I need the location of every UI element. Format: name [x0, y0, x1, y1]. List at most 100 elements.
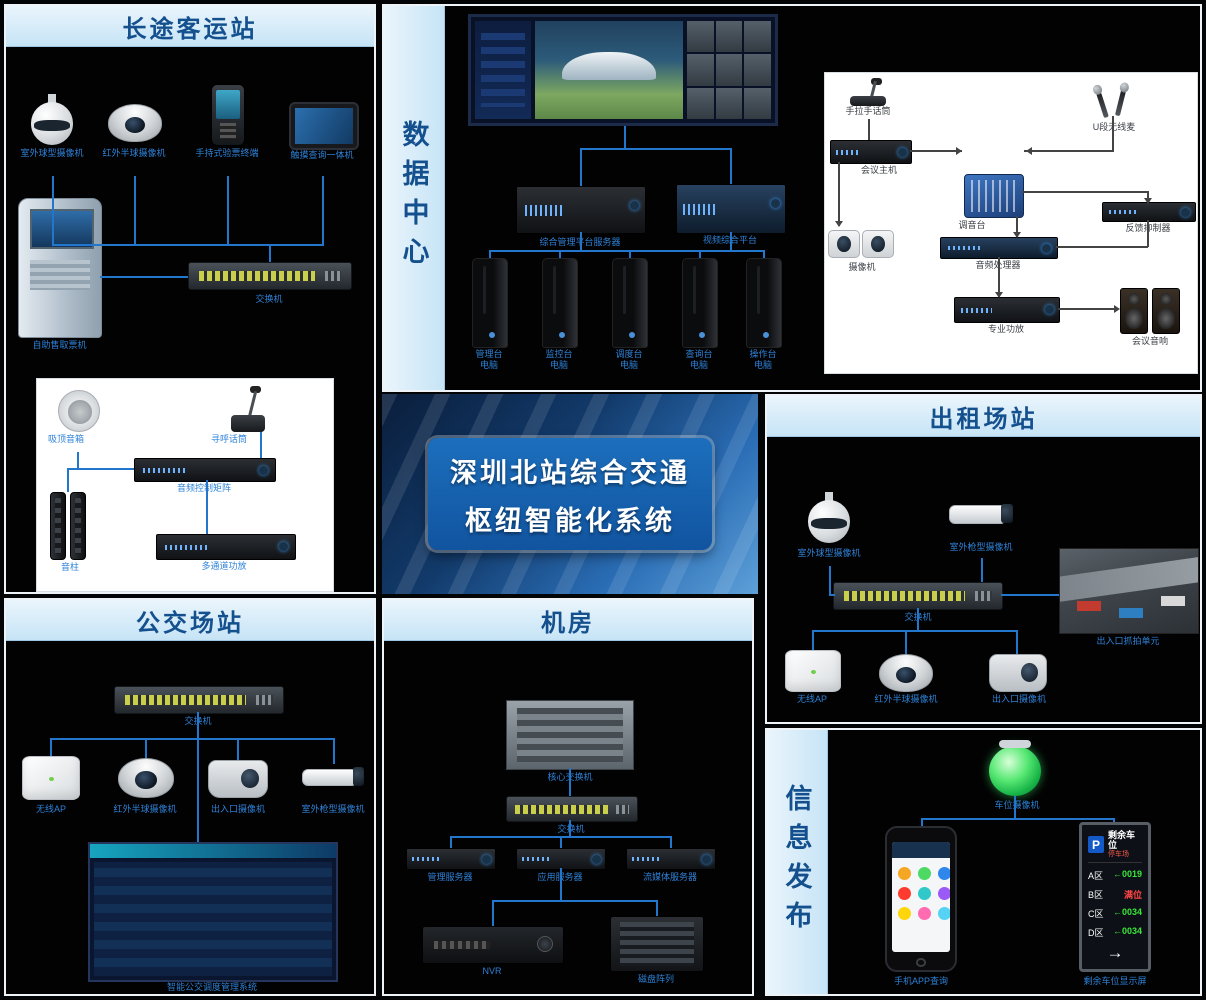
connector-line — [1113, 818, 1115, 822]
bullet-camera-icon — [302, 764, 364, 792]
title-block: 深圳北站综合交通 枢纽智能化系统 — [382, 394, 758, 594]
connector-line — [1022, 191, 1149, 193]
dashboard-gauges — [475, 21, 531, 119]
connector-line — [77, 452, 79, 469]
device-label: 寻呼话筒 — [210, 434, 247, 444]
panel-title: 数据中心 — [398, 120, 429, 276]
network-switch-icon — [506, 796, 638, 822]
column-speaker-icon — [50, 492, 66, 560]
panel-bus-station: 公交场站 交换机 无线AP 红外半球摄像机 出入口摄像机 室外枪型摄像机 智能公… — [4, 598, 376, 996]
ptz-camera-icon — [28, 94, 76, 146]
connector-line — [206, 480, 208, 534]
arrowhead — [835, 221, 843, 231]
connector-line — [50, 738, 334, 740]
connector-line — [1024, 150, 1114, 152]
parking-dome-camera-icon — [989, 740, 1041, 796]
zone-label: C区 — [1088, 909, 1104, 920]
device-label: 交换机 — [255, 294, 283, 304]
entrance-camera-icon — [208, 760, 268, 798]
device-label: 流媒体服务器 — [642, 872, 697, 882]
device-label: 调度台电脑 — [615, 349, 643, 371]
device-label: 出入口摄像机 — [210, 804, 265, 814]
bullet-camera-icon — [949, 500, 1013, 530]
connector-line — [67, 468, 69, 492]
entrance-snapshot-image — [1059, 548, 1199, 634]
connector-line — [629, 250, 631, 258]
panel-info-publishing: 信息发布 车位摄像机 手机APP查询 P 剩余车位 停车场 A区 ←0019 — [765, 728, 1202, 996]
device-label: 会议音响 — [1131, 336, 1168, 346]
dome-camera-icon — [879, 654, 933, 692]
device-label: 应用服务器 — [516, 872, 604, 883]
platform-server-icon — [516, 186, 646, 234]
device-label: 自助售取票机 — [32, 340, 87, 350]
wireless-microphones-icon — [1090, 86, 1134, 119]
entrance-camera-icon — [989, 654, 1047, 692]
bus-dispatch-screen — [88, 842, 338, 982]
board-row: A区 ←0019 — [1088, 869, 1142, 882]
connector-line — [812, 630, 1018, 632]
connector-line — [699, 250, 701, 258]
phone-app-grid — [892, 858, 950, 929]
panel-title: 信息发布 — [781, 784, 812, 940]
disk-array-icon — [610, 916, 704, 972]
connector-line — [838, 162, 840, 226]
zone-label: D区 — [1088, 928, 1104, 939]
zone-label: B区 — [1088, 890, 1104, 901]
wireless-ap-icon — [22, 756, 80, 800]
workstation-pc-icon — [612, 258, 648, 348]
connector-line — [981, 558, 983, 582]
device-label: 触摸查询一体机 — [290, 150, 354, 160]
network-switch-icon — [188, 262, 352, 290]
device-label: 多通道功放 — [201, 561, 247, 571]
device-label: 视频综合平台 — [676, 235, 784, 246]
device-label: 调音台 — [958, 220, 986, 230]
connector-line — [560, 868, 562, 900]
panel-data-center: 数据中心 大屏幕 综合管理平台服务器 视频综合平台 管理台电脑 监控台电脑 调度… — [382, 4, 1202, 392]
board-row: B区 满位 — [1088, 888, 1142, 901]
system-label: 智能公交调度管理系统 — [166, 982, 257, 992]
conference-camera-icon — [862, 230, 894, 258]
connector-line — [489, 250, 491, 258]
device-label: 室外枪型摄像机 — [949, 542, 1013, 552]
connector-line — [52, 176, 54, 244]
building-render — [535, 21, 683, 119]
connector-line — [580, 148, 730, 150]
connector-line — [52, 244, 324, 246]
connector-line — [1112, 116, 1114, 152]
device-label: 交换机 — [536, 824, 606, 835]
workstation-pc-icon — [472, 258, 508, 348]
panel-long-distance-bus-station: 长途客运站 室外球型摄像机 红外半球摄像机 手持式验票终端 触摸查询一体机 自助… — [4, 4, 376, 594]
conference-host-icon — [830, 140, 912, 164]
device-label: 剩余车位显示屏 — [1083, 976, 1147, 986]
connector-line — [450, 836, 452, 848]
network-switch-icon — [114, 686, 284, 714]
device-label: 查询台电脑 — [685, 349, 713, 371]
connector-line — [322, 176, 324, 244]
connector-line — [905, 630, 907, 654]
connector-line — [812, 630, 814, 650]
arrowhead — [1114, 305, 1124, 313]
device-label: 监控台电脑 — [545, 349, 573, 371]
connector-line — [1001, 594, 1059, 596]
device-label: 室外球型摄像机 — [797, 548, 861, 558]
device-label: 手拉手话筒 — [845, 106, 891, 116]
connector-line — [829, 594, 835, 596]
self-service-kiosk-icon — [18, 198, 102, 338]
smartphone-icon — [885, 826, 957, 972]
arrowhead — [1022, 147, 1032, 155]
direction-arrow: → — [1106, 943, 1124, 962]
dome-camera-icon — [118, 758, 174, 798]
device-label: 专业功放 — [987, 324, 1024, 334]
device-label: 管理台电脑 — [475, 349, 503, 371]
connector-line — [559, 250, 561, 258]
device-label: 无线AP — [796, 694, 827, 704]
connector-line — [145, 738, 147, 758]
connector-line — [580, 148, 582, 186]
phone-app-header — [892, 842, 950, 858]
board-row: C区 ←0034 — [1088, 907, 1142, 920]
tablet-terminal-icon — [289, 102, 359, 150]
workstation-pc-icon — [682, 258, 718, 348]
title-line-1: 深圳北站综合交通 — [450, 457, 690, 488]
connector-line — [260, 432, 262, 458]
